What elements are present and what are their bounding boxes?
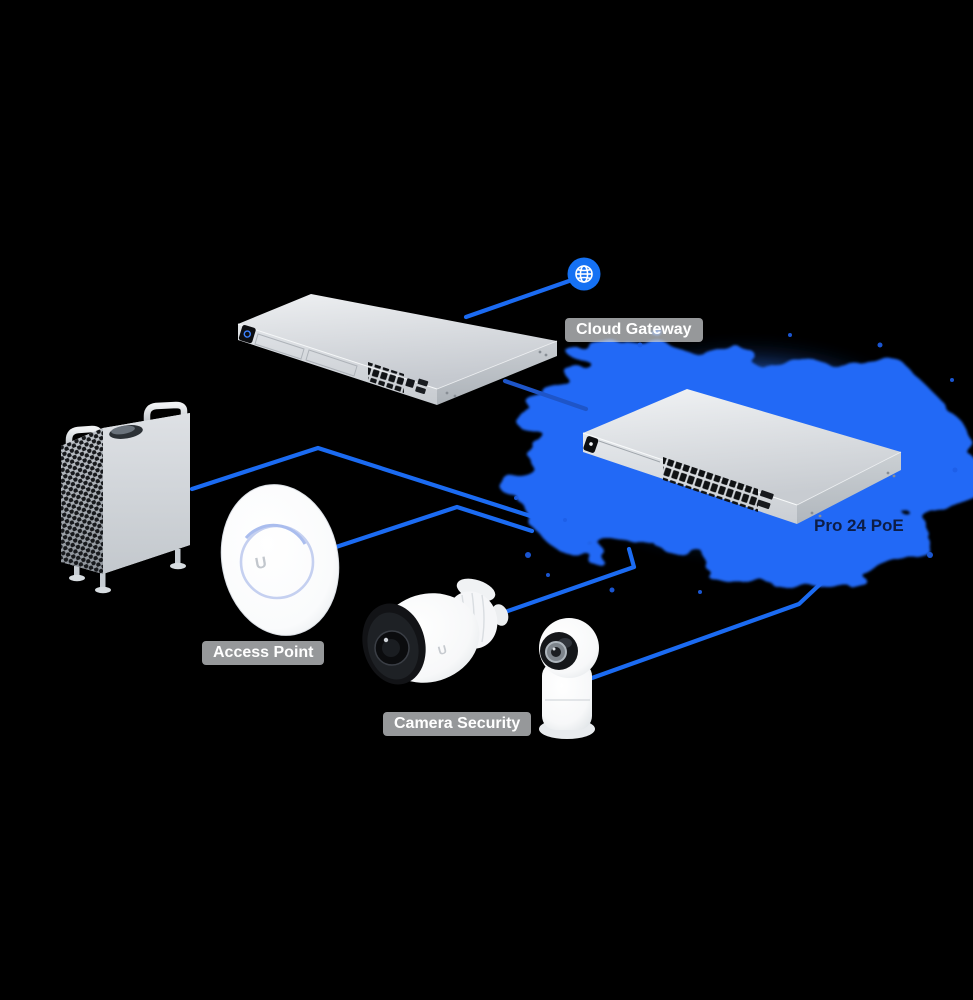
bullet-camera-lens: [362, 603, 426, 685]
connection-line-bulletcam-switch: [502, 546, 637, 615]
connection-line-ap-switch: [333, 504, 535, 550]
cloud-gateway-label: Cloud Gateway: [565, 318, 703, 342]
connection-line-internet-gateway: [463, 278, 572, 320]
pro-24-poe-switch-device: [582, 389, 902, 524]
switch-sfp-ports: [756, 490, 774, 510]
gateway-ethernet-ports: [368, 362, 404, 393]
connection-line-gateway-switch: [502, 378, 589, 412]
access-point-device: U: [220, 484, 340, 636]
globe-icon: [567, 257, 601, 291]
tower-handle-back: [143, 401, 188, 435]
turret-camera-device: [539, 618, 599, 739]
bullet-camera-logo: U: [436, 642, 448, 658]
turret-body: [542, 662, 592, 730]
tower-feet: [69, 549, 186, 594]
workstation-tower-device: [61, 401, 190, 594]
switch-screws: [810, 471, 896, 518]
glow-speckles: [514, 333, 958, 594]
gateway-drive-bays: [254, 333, 358, 377]
pro-24-poe-label: Pro 24 PoE: [814, 516, 904, 535]
tower-vent-grille: [61, 428, 103, 574]
ap-ubiquiti-logo: U: [254, 554, 268, 573]
switch-ethernet-ports: [663, 457, 758, 512]
gateway-screws: [445, 350, 548, 398]
cloud-gateway-device: [237, 294, 558, 405]
turret-lens: [540, 632, 578, 670]
access-point-label: Access Point: [202, 641, 325, 665]
gateway-sfp-ports: [405, 378, 429, 395]
camera-security-label: Camera Security: [383, 712, 532, 736]
gateway-screen: [238, 324, 256, 344]
switch-screen: [583, 436, 599, 453]
bullet-camera-device: U: [362, 578, 509, 685]
connection-line-workstation-switch: [189, 445, 546, 523]
